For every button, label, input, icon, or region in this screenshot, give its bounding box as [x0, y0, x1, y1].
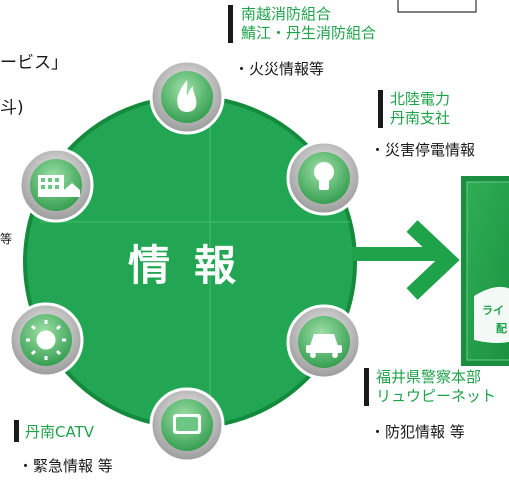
lightbulb-icon: [314, 162, 334, 190]
label-bar-police: [364, 368, 369, 406]
left-service-fragment: ービス」: [0, 53, 68, 73]
label-bar-catv: [14, 420, 19, 442]
car-icon: [306, 334, 342, 358]
org-catv-line1: 丹南CATV: [25, 423, 94, 441]
org-police-line2: リュウピーネット: [376, 387, 497, 405]
left-etc-fragment: 等: [0, 232, 13, 246]
org-hokuriku-line1: 北陸電力: [390, 90, 451, 108]
tv-node: [149, 387, 225, 463]
org-nanetsu-info: ・火災情報等: [234, 60, 325, 78]
org-hokuriku-line2: 丹南支社: [390, 109, 451, 127]
delivery-box: [461, 176, 509, 366]
arrow-right-icon: [352, 220, 460, 300]
org-nanetsu-line1: 南越消防組合: [241, 5, 332, 23]
fire-node: [149, 59, 225, 135]
top-right-frame: [397, 0, 477, 13]
org-police-line1: 福井県警察本部: [376, 368, 482, 386]
org-catv-info: ・緊急情報 等: [18, 457, 113, 475]
right-box-line2: 配: [496, 322, 507, 335]
org-police-info: ・防犯情報 等: [370, 423, 465, 441]
lightbulb-node: [286, 140, 362, 216]
sun-icon: [26, 320, 66, 360]
fire-icon: [177, 80, 197, 112]
building-node: [18, 147, 94, 223]
left-fee-fragment: 斗): [0, 98, 24, 118]
sun-node: [8, 302, 84, 378]
right-box-line1: ライ: [482, 304, 504, 317]
car-node: [286, 304, 362, 380]
org-hokuriku-info: ・災害停電情報: [370, 141, 476, 159]
center-label-char2: 報: [194, 241, 261, 290]
label-bar-hokuriku: [378, 90, 383, 128]
tv-icon: [173, 414, 201, 434]
center-label: 情報: [128, 232, 260, 293]
center-label-char1: 情: [128, 241, 195, 290]
label-bar-nanetsu: [228, 5, 233, 43]
org-nanetsu-line2: 鯖江・丹生消防組合: [241, 24, 377, 42]
